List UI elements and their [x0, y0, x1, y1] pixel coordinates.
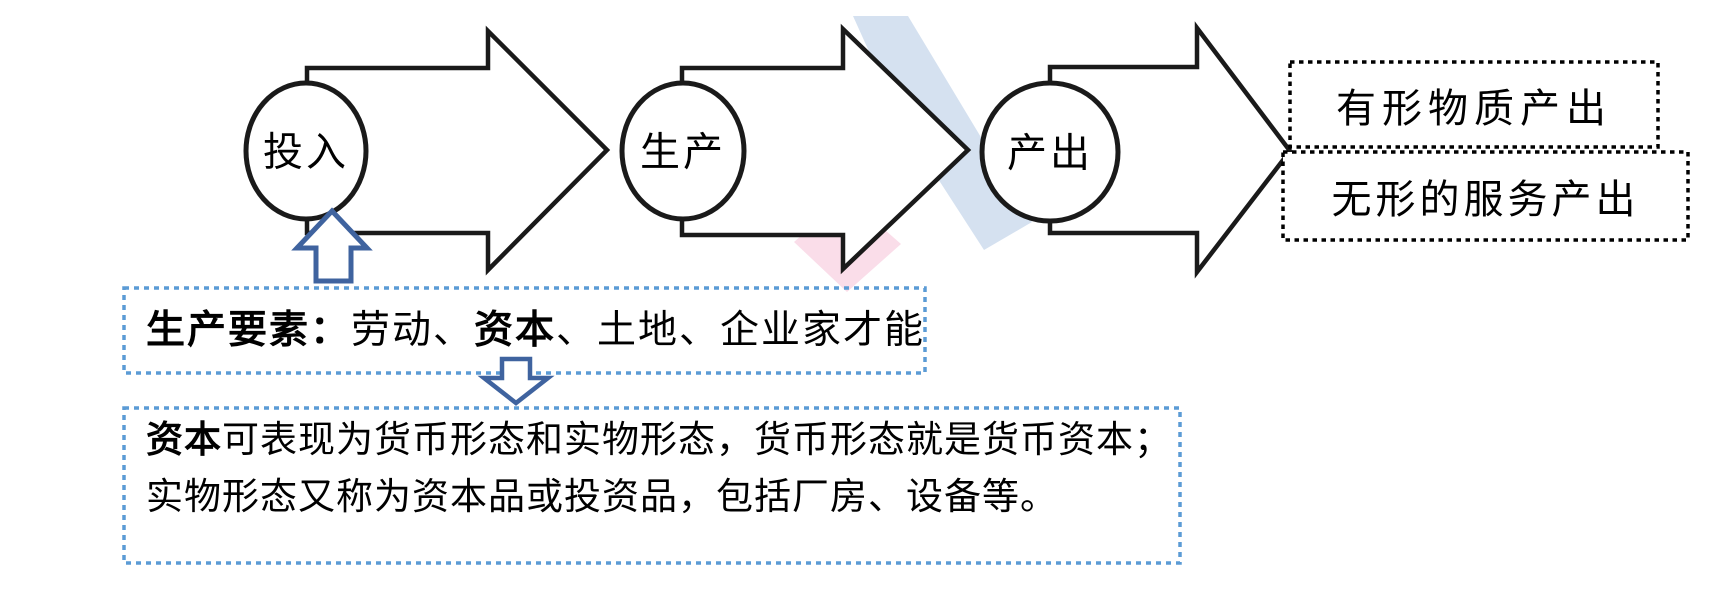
capital-text-line1-rest: 可表现为货币形态和实物形态，货币形态就是货币资本；: [222, 420, 1172, 461]
flow-arrow-3-icon: [1047, 21, 1293, 279]
tangible-output-box-border: [1288, 60, 1660, 149]
capital-text-line2: 实物形态又称为资本品或投资品，包括厂房、设备等。: [146, 477, 1058, 518]
factor-up-arrow-icon: [291, 207, 373, 284]
node-circle-output: [979, 80, 1121, 224]
node-circle-input: [243, 80, 369, 222]
flow-arrow-2-icon: [679, 23, 972, 275]
capital-box-text: 资本可表现为货币形态和实物形态，货币形态就是货币资本； 实物形态又称为资本品或投…: [146, 412, 1172, 526]
intangible-output-box-border: [1281, 150, 1690, 242]
node-label-input: 投入: [263, 129, 349, 175]
factor-text-rest: 、土地、企业家才能: [556, 309, 926, 352]
factor-text-capital: 资本: [474, 309, 557, 352]
node-label-output: 产出: [1007, 130, 1093, 176]
intangible-output-label: 无形的服务产出: [1331, 177, 1640, 222]
node-label-production: 生产: [640, 129, 726, 175]
capital-box-border: [122, 406, 1182, 565]
tangible-output-label: 有形物质产出: [1336, 85, 1612, 131]
node-circle-production: [619, 80, 747, 222]
factor-box-border: [122, 286, 927, 375]
capital-text-line1: 资本可表现为货币形态和实物形态，货币形态就是货币资本；: [146, 412, 1172, 469]
factor-text-heading: 生产要素：: [146, 309, 352, 352]
capital-text-keyword: 资本: [146, 420, 222, 461]
capital-down-arrow-icon: [477, 356, 555, 406]
factor-text-labor: 劳动、: [351, 309, 475, 352]
factor-box-text: 生产要素：劳动、资本、土地、企业家才能: [146, 288, 925, 373]
